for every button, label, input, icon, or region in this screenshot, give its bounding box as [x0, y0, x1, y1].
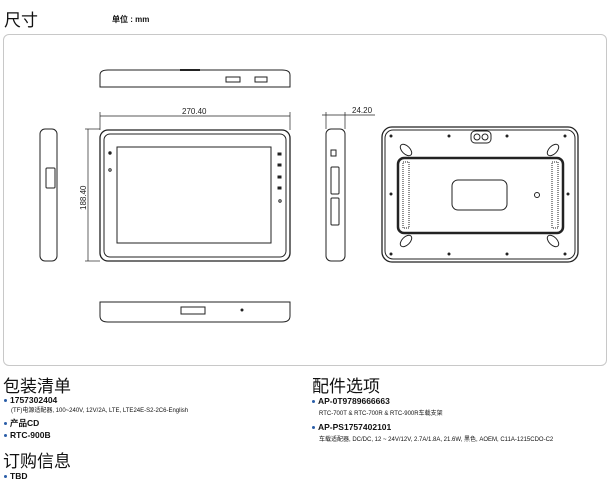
width-label: 270.40 [182, 107, 207, 116]
accessory-item: AP-PS1757402101 [312, 422, 553, 432]
bullet-icon [4, 433, 7, 437]
accessory-item-desc: 车载适配器, DC/DC, 12 ~ 24V/12V, 2.7A/1.8A, 2… [319, 437, 554, 443]
package-item: 1757302404 [4, 395, 188, 405]
back-view [381, 126, 579, 263]
bullet-icon [312, 425, 315, 429]
depth-dimension [322, 112, 375, 129]
front-view [99, 129, 291, 262]
ordering-title: 订购信息 [3, 452, 71, 472]
dimension-drawing-frame [3, 34, 607, 366]
right-side-view [325, 128, 346, 262]
bullet-icon [312, 399, 315, 403]
bottom-view [99, 301, 291, 323]
depth-label: 24.20 [352, 106, 373, 115]
bullet-icon [4, 421, 7, 425]
unit-label: 单位 : mm [112, 15, 150, 24]
package-item: RTC-900B [4, 430, 188, 440]
top-view [99, 69, 291, 88]
dimensions-title: 尺寸 [4, 11, 38, 31]
package-title: 包装清单 [3, 377, 71, 397]
dimension-drawing: 270.40 188.40 24.20 [39, 69, 579, 323]
package-item-desc: (TF)电源适配器, 100~240V, 12V/2A, LTE, LTE24E… [11, 408, 189, 414]
accessory-item-desc: RTC-700T & RTC-700R & RTC-900R车载支架 [319, 411, 443, 417]
accessories-title: 配件选项 [312, 377, 380, 397]
bullet-icon [4, 474, 7, 478]
width-dimension [99, 112, 291, 130]
height-dimension [85, 128, 100, 262]
left-side-view [39, 128, 58, 262]
accessory-item: AP-0T9789666663 [312, 396, 553, 406]
ordering-item: TBD [4, 471, 27, 481]
height-label: 188.40 [79, 185, 88, 210]
package-item: 产品CD [4, 417, 188, 429]
bullet-icon [4, 398, 7, 402]
